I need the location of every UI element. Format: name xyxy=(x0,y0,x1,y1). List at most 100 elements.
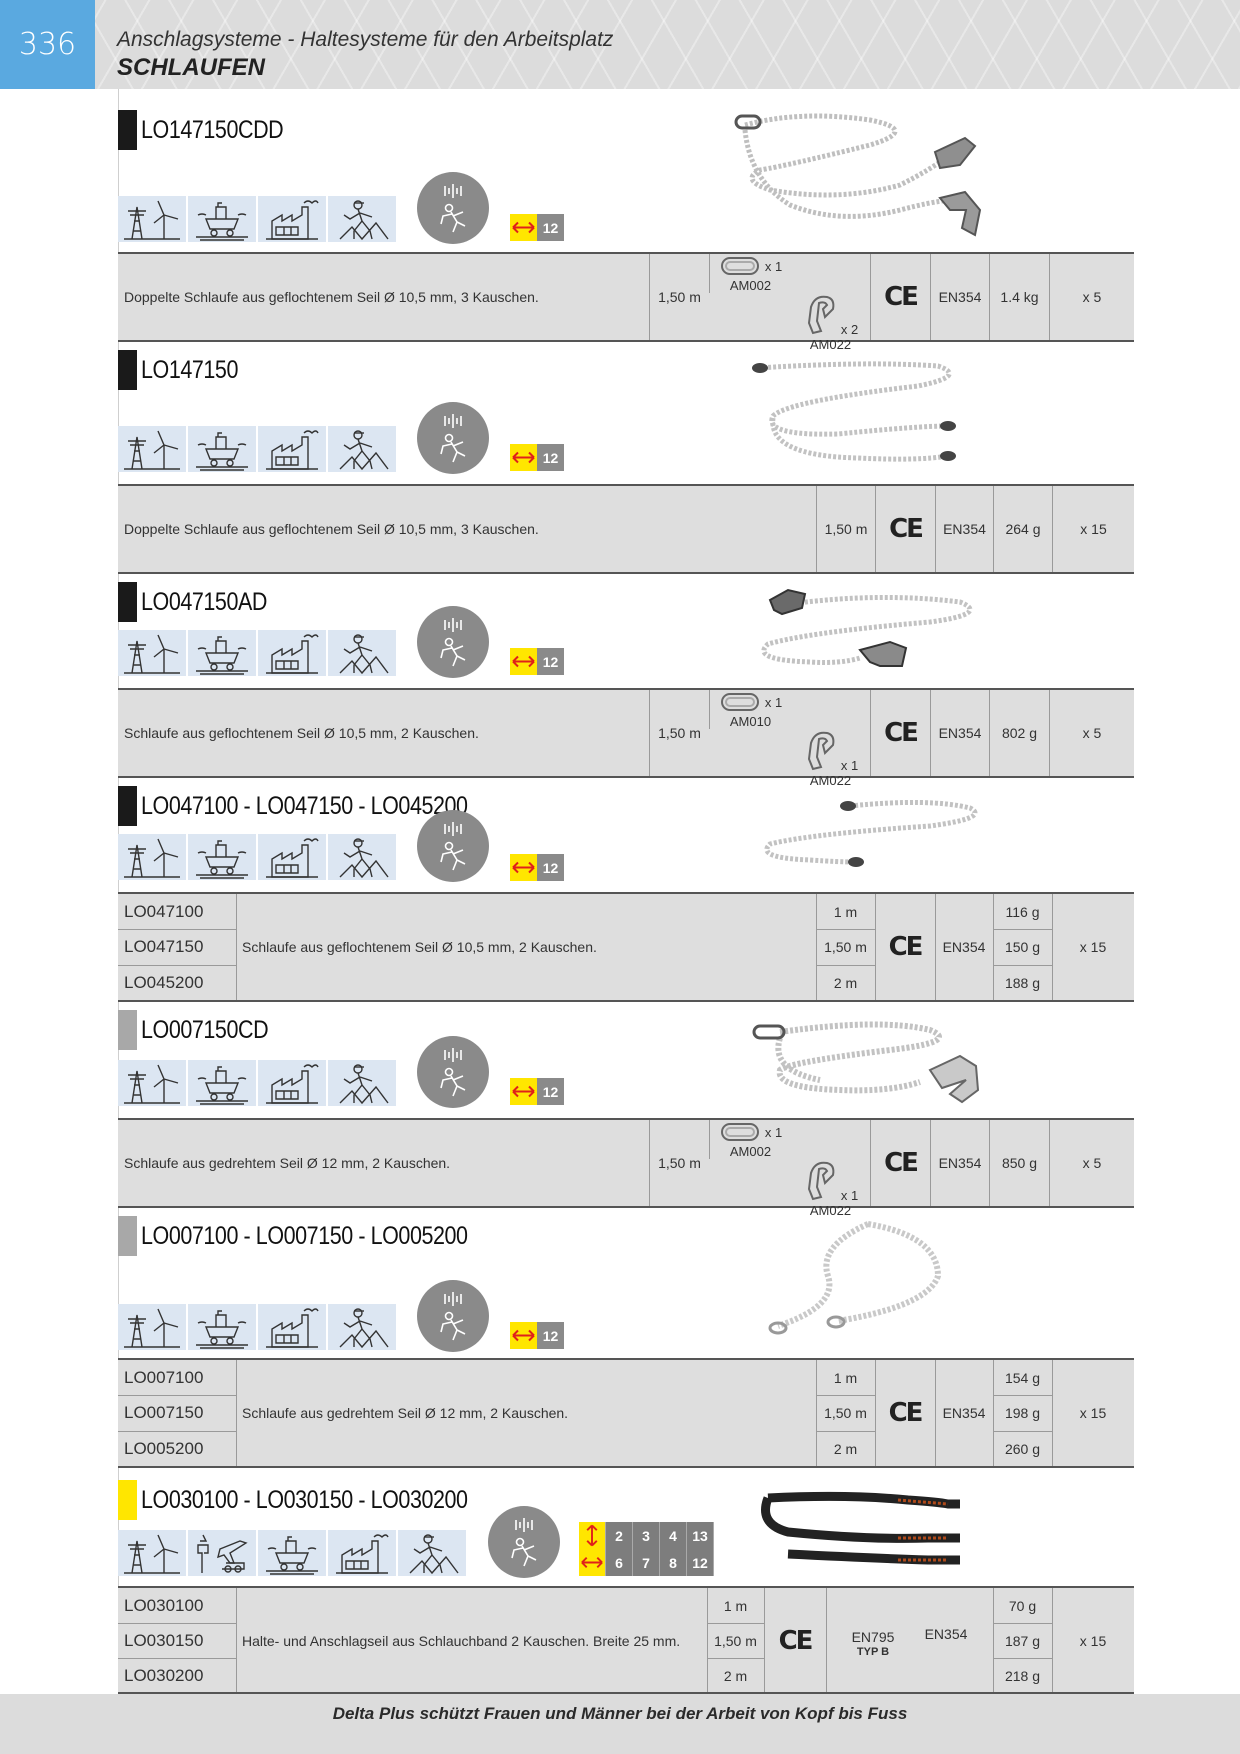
product-code: LO147150 xyxy=(141,355,238,384)
industry-icons xyxy=(118,1060,396,1106)
factory-icon xyxy=(258,1060,326,1106)
length-badge-value: 12 xyxy=(537,1322,564,1349)
variant-weight: 198 g xyxy=(1004,1404,1041,1421)
length: 1,50 m xyxy=(649,254,709,340)
description: Doppelte Schlaufe aus geflochtenem Seil … xyxy=(124,289,539,305)
variant-length: 2 m xyxy=(723,1667,748,1684)
variant-length: 2 m xyxy=(833,974,858,991)
product-code: LO007150CD xyxy=(141,1015,269,1044)
pack-qty: x 5 xyxy=(1049,1120,1134,1206)
product-header: LO007100 - LO007150 - LO005200 xyxy=(118,1216,521,1256)
accessory-code: AM022 xyxy=(809,1203,852,1218)
product-code: LO030100 - LO030150 - LO030200 xyxy=(141,1485,468,1514)
product-image xyxy=(761,1491,960,1565)
size-value: 7 xyxy=(633,1549,660,1576)
spec-row: Schlaufe aus gedrehtem Seil Ø 12 mm, 2 K… xyxy=(118,1118,1134,1218)
accessory-qty-row: x 1 xyxy=(803,729,858,773)
spec-row: Schlaufe aus geflochtenem Seil Ø 10,5 mm… xyxy=(118,688,1134,788)
pack-qty: x 15 xyxy=(1052,486,1134,572)
accessory-qty-row: x 1 xyxy=(803,1159,858,1203)
product-section-lo007150cd: LO007150CD 12 Schlaufe aus gedrehtem Sei… xyxy=(118,1010,1134,1218)
page-subtitle: Anschlagsysteme - Haltesysteme für den A… xyxy=(117,28,614,51)
mining-icon xyxy=(188,1304,256,1350)
accessory-qty: x 1 xyxy=(764,1124,783,1140)
construction-worker-icon xyxy=(328,426,396,472)
size-value: 2 xyxy=(606,1522,633,1549)
product-section-lo007100: LO007100 - LO007150 - LO005200 12 LO0071… xyxy=(118,1216,1134,1468)
ce-mark: CE xyxy=(870,1120,930,1206)
ce-mark: CE xyxy=(875,486,935,572)
color-marker xyxy=(118,350,137,390)
spec-table: LO047100 LO047150 LO045200 Schlaufe aus … xyxy=(118,892,1134,1002)
product-image xyxy=(752,361,956,462)
mining-icon xyxy=(258,1530,326,1576)
length-badge-value: 12 xyxy=(537,854,564,881)
industry-icons xyxy=(118,196,396,242)
accessory-hook: x 2 AM022 xyxy=(791,293,870,352)
product-header: LO007150CD xyxy=(118,1010,289,1050)
power-wind-icon xyxy=(118,630,186,676)
size-value: 13 xyxy=(687,1522,714,1549)
product-header: LO047150AD xyxy=(118,582,288,622)
length: 1,50 m xyxy=(649,1120,709,1206)
ce-mark: CE xyxy=(778,1625,814,1656)
accessory-code: AM022 xyxy=(809,337,852,352)
ce-mark: CE xyxy=(888,1397,924,1428)
pack-qty: x 15 xyxy=(1079,938,1107,955)
product-image xyxy=(764,799,978,867)
weight: 802 g xyxy=(989,690,1049,776)
variant-length: 1 m xyxy=(833,903,858,920)
length-badge: 12 xyxy=(510,1322,564,1349)
construction-worker-icon xyxy=(328,1060,396,1106)
footer: Delta Plus schützt Frauen und Männer bei… xyxy=(0,1694,1240,1754)
fall-protection-icon xyxy=(417,172,489,244)
accessory-qty: x 1 xyxy=(840,758,859,773)
carabiner-icon xyxy=(719,1120,763,1144)
color-marker xyxy=(118,1480,137,1520)
length-badge-value: 12 xyxy=(537,444,564,471)
variant-code: LO007150 xyxy=(124,1402,204,1422)
power-wind-icon xyxy=(118,1304,186,1350)
accessory-hook: x 1 AM022 xyxy=(791,729,870,788)
norm: EN354 xyxy=(924,1625,968,1642)
footer-slogan: Delta Plus schützt Frauen und Männer bei… xyxy=(332,1704,908,1723)
industry-icons xyxy=(118,630,396,676)
length-badge: 12 xyxy=(510,854,564,881)
variant-weight: 188 g xyxy=(1004,974,1041,991)
pack-qty: x 5 xyxy=(1049,690,1134,776)
product-code: LO007100 - LO007150 - LO005200 xyxy=(141,1221,468,1250)
size-grid: 2 3 4 13 6 7 8 12 xyxy=(579,1522,714,1576)
variant-weight: 260 g xyxy=(1004,1440,1041,1457)
industry-icons xyxy=(118,1304,396,1350)
description: Doppelte Schlaufe aus geflochtenem Seil … xyxy=(124,521,539,537)
norm-en795-label: EN795 xyxy=(851,1629,895,1645)
carabiner-icon xyxy=(719,254,763,278)
variant-length: 1 m xyxy=(833,1369,858,1386)
accessory-carabiner: x 1 AM002 xyxy=(709,1120,791,1159)
fall-protection-icon xyxy=(417,1036,489,1108)
description: Halte- und Anschlagseil aus Schlauchband… xyxy=(242,1632,681,1649)
weight: 850 g xyxy=(989,1120,1049,1206)
construction-worker-icon xyxy=(328,834,396,880)
length-arrow-icon xyxy=(510,854,537,881)
pack-qty: x 5 xyxy=(1049,254,1134,340)
fall-protection-icon xyxy=(417,606,489,678)
variant-weight: 218 g xyxy=(1004,1667,1041,1684)
power-wind-icon xyxy=(118,196,186,242)
product-image xyxy=(734,113,982,237)
hook-icon xyxy=(803,1159,839,1203)
color-marker xyxy=(118,1010,137,1050)
factory-icon xyxy=(258,834,326,880)
length-arrow-icon xyxy=(579,1549,606,1576)
size-value: 4 xyxy=(660,1522,687,1549)
vertical-arrow-icon xyxy=(579,1522,606,1549)
spec-row: Doppelte Schlaufe aus geflochtenem Seil … xyxy=(118,252,1134,352)
norm: EN354 xyxy=(942,938,986,955)
description: Schlaufe aus gedrehtem Seil Ø 12 mm, 2 K… xyxy=(124,1155,451,1171)
size-value: 3 xyxy=(633,1522,660,1549)
industry-icons xyxy=(118,834,396,880)
mining-icon xyxy=(188,196,256,242)
accessory-code: AM010 xyxy=(729,714,772,729)
accessory-qty-row: x 1 xyxy=(719,1120,782,1144)
norm: EN354 xyxy=(935,486,993,572)
